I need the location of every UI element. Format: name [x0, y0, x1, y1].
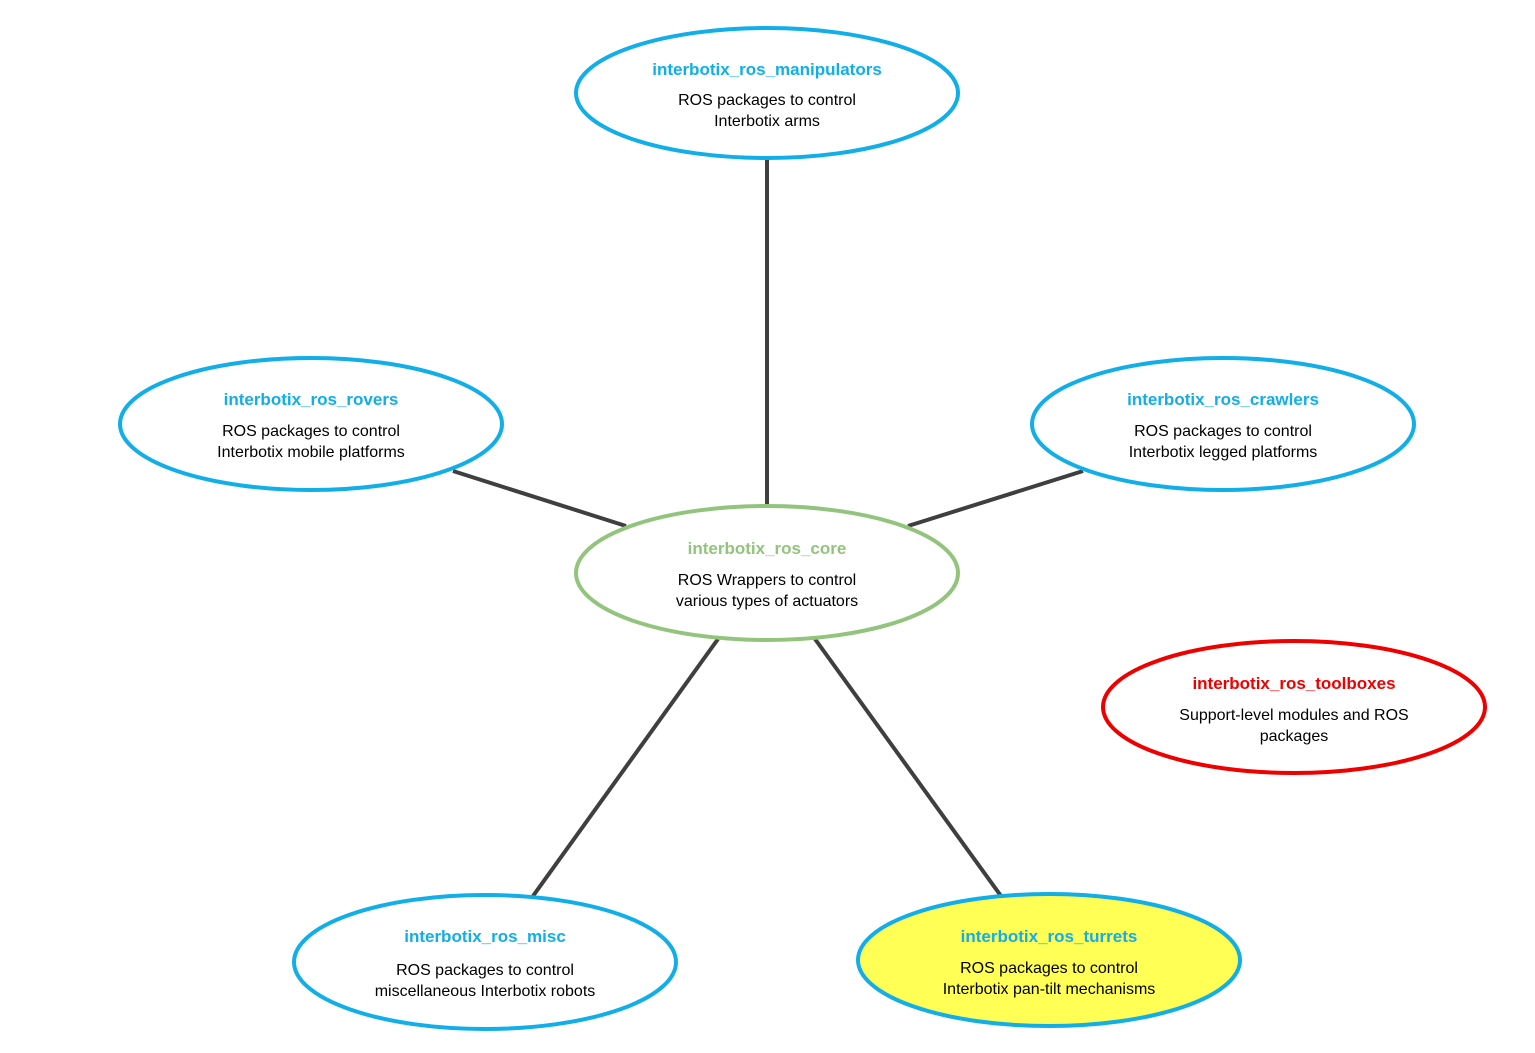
node-manipulators-title: interbotix_ros_manipulators — [652, 60, 882, 79]
node-crawlers-desc-line1: ROS packages to control — [1134, 423, 1312, 440]
node-rovers-desc-line2: Interbotix mobile platforms — [217, 444, 405, 461]
node-toolboxes-desc-line1: Support-level modules and ROS — [1179, 707, 1408, 724]
node-manipulators-shape — [574, 26, 960, 160]
node-turrets-title: interbotix_ros_turrets — [961, 927, 1138, 946]
node-crawlers-shape — [1030, 356, 1416, 492]
node-manipulators[interactable]: interbotix_ros_manipulators ROS packages… — [574, 26, 960, 160]
node-toolboxes-desc-line2: packages — [1260, 728, 1329, 745]
node-turrets[interactable]: interbotix_ros_turrets ROS packages to c… — [856, 892, 1242, 1028]
node-crawlers-title: interbotix_ros_crawlers — [1127, 390, 1319, 409]
node-core-shape — [574, 504, 960, 642]
node-core-desc-line2: various types of actuators — [676, 593, 858, 610]
node-turrets-desc-line2: Interbotix pan-tilt mechanisms — [943, 981, 1156, 998]
node-core-title: interbotix_ros_core — [688, 539, 847, 558]
edge-core-turrets — [813, 637, 1003, 898]
node-misc-title: interbotix_ros_misc — [404, 927, 566, 946]
node-misc-desc-line1: ROS packages to control — [396, 962, 574, 979]
node-crawlers-desc-line2: Interbotix legged platforms — [1129, 444, 1318, 461]
edge-core-rovers — [452, 469, 627, 528]
node-turrets-desc-line1: ROS packages to control — [960, 960, 1138, 977]
node-misc-desc-line2: miscellaneous Interbotix robots — [375, 983, 596, 1000]
node-misc-shape — [292, 893, 678, 1031]
edges — [452, 160, 1084, 898]
node-toolboxes-shape — [1101, 639, 1487, 775]
node-rovers-title: interbotix_ros_rovers — [224, 390, 399, 409]
edge-core-misc — [531, 637, 720, 898]
edge-core-crawlers — [907, 469, 1084, 528]
node-core[interactable]: interbotix_ros_core ROS Wrappers to cont… — [574, 504, 960, 642]
node-rovers-shape — [118, 356, 504, 492]
node-manipulators-desc-line2: Interbotix arms — [714, 113, 820, 130]
node-rovers-desc-line1: ROS packages to control — [222, 423, 400, 440]
node-toolboxes-title: interbotix_ros_toolboxes — [1192, 674, 1395, 693]
node-toolboxes[interactable]: interbotix_ros_toolboxes Support-level m… — [1101, 639, 1487, 775]
node-manipulators-desc-line1: ROS packages to control — [678, 92, 856, 109]
node-misc[interactable]: interbotix_ros_misc ROS packages to cont… — [292, 893, 678, 1031]
node-core-desc-line1: ROS Wrappers to control — [678, 572, 856, 589]
node-turrets-shape — [856, 892, 1242, 1028]
node-rovers[interactable]: interbotix_ros_rovers ROS packages to co… — [118, 356, 504, 492]
node-crawlers[interactable]: interbotix_ros_crawlers ROS packages to … — [1030, 356, 1416, 492]
